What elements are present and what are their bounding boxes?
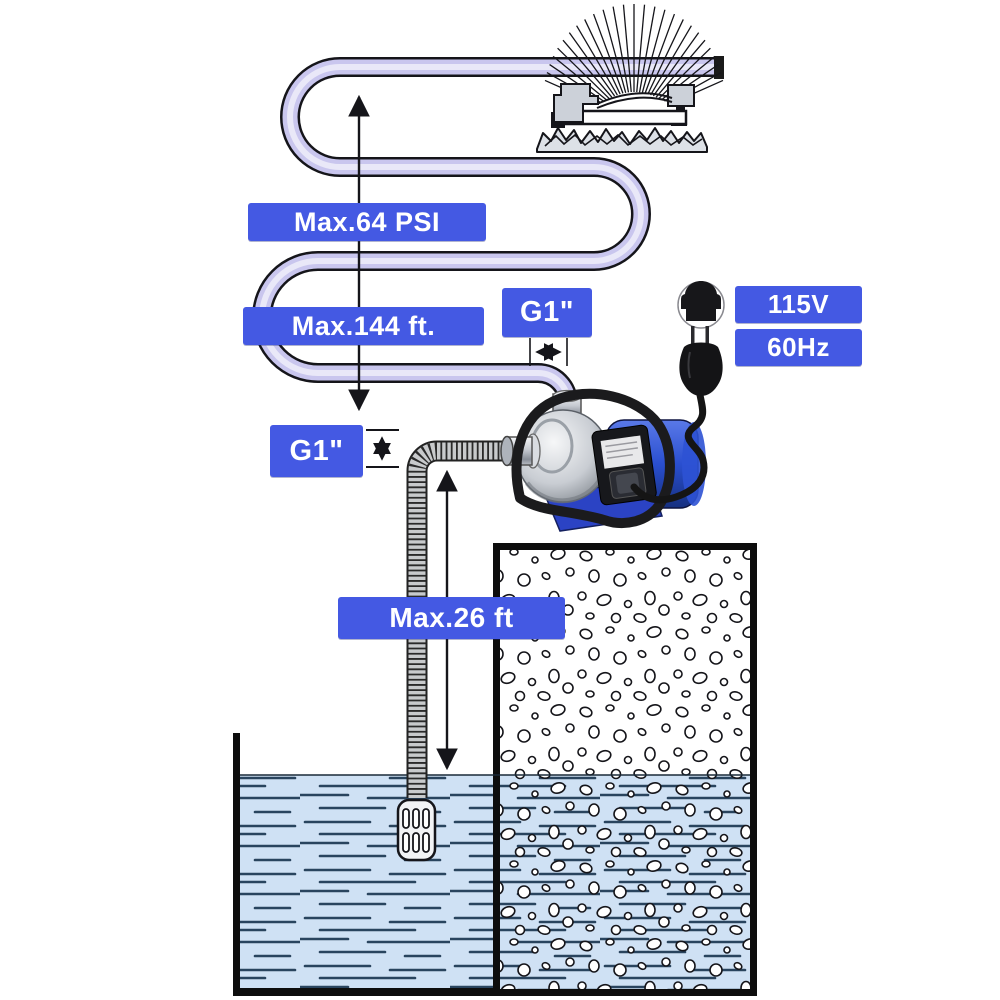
outlet-thread-label: G1"	[502, 288, 592, 337]
inlet-size-measure	[366, 429, 399, 468]
max-suction-label: Max.26 ft	[338, 597, 565, 639]
max-pressure-label: Max.64 PSI	[248, 203, 486, 241]
pump-icon	[500, 388, 706, 532]
sprinkler-icon	[536, 4, 724, 153]
strainer-icon	[396, 798, 437, 862]
voltage-label: 115V	[735, 286, 862, 323]
frequency-label: 60Hz	[735, 329, 862, 366]
plug-icon	[630, 281, 725, 504]
hose-icon	[252, 56, 724, 416]
suction-hose-icon	[406, 440, 515, 798]
inlet-thread-label: G1"	[270, 425, 363, 477]
outlet-size-measure	[529, 338, 568, 366]
reservoir-icon	[233, 733, 497, 996]
well-icon	[240, 543, 757, 996]
max-head-label: Max.144 ft.	[243, 307, 484, 345]
